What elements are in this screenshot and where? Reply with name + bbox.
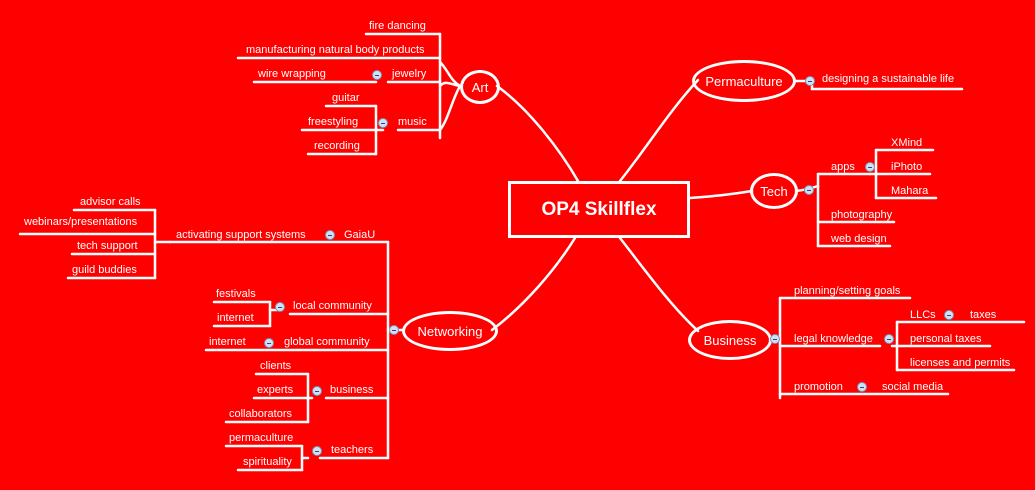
- collapse-llcs-icon[interactable]: [944, 310, 954, 320]
- subtopic-apps[interactable]: apps: [831, 161, 855, 173]
- collapse-networking-icon[interactable]: [389, 325, 399, 335]
- subtopic-spirituality[interactable]: spirituality: [243, 456, 292, 468]
- subtopic-local-community[interactable]: local community: [293, 300, 372, 312]
- subtopic-legal[interactable]: legal knowledge: [794, 333, 873, 345]
- topic-business[interactable]: Business: [688, 320, 772, 360]
- collapse-business-icon[interactable]: [770, 334, 780, 344]
- subtopic-advisor-calls[interactable]: advisor calls: [80, 196, 141, 208]
- subtopic-taxes[interactable]: taxes: [970, 309, 997, 321]
- topic-networking-label: Networking: [417, 323, 483, 339]
- subtopic-business[interactable]: business: [330, 384, 374, 396]
- collapse-promotion-icon[interactable]: [857, 382, 867, 392]
- subtopic-guild-buddies[interactable]: guild buddies: [72, 264, 137, 276]
- subtopic-xmind[interactable]: XMind: [891, 137, 923, 149]
- subtopic-collaborators[interactable]: collaborators: [229, 408, 292, 420]
- subtopic-promotion[interactable]: promotion: [794, 381, 843, 393]
- subtopic-global-community[interactable]: global community: [284, 336, 370, 348]
- subtopic-llcs[interactable]: LLCs: [910, 309, 936, 321]
- subtopic-internet-global[interactable]: internet: [209, 336, 246, 348]
- subtopic-web-design[interactable]: web design: [831, 233, 887, 245]
- subtopic-music[interactable]: music: [398, 116, 427, 128]
- subtopic-gaiau[interactable]: GaiaU: [344, 229, 376, 241]
- subtopic-freestyling[interactable]: freestyling: [308, 116, 359, 128]
- subtopic-photography[interactable]: photography: [831, 209, 893, 221]
- topic-tech-label: Tech: [760, 183, 788, 199]
- topic-permaculture[interactable]: Permaculture: [692, 60, 796, 102]
- subtopic-recording[interactable]: recording: [314, 140, 360, 152]
- collapse-jewelry-icon[interactable]: [372, 70, 382, 80]
- subtopic-clients[interactable]: clients: [260, 360, 292, 372]
- subtopic-iphoto[interactable]: iPhoto: [891, 161, 923, 173]
- subtopic-designing[interactable]: designing a sustainable life: [822, 73, 955, 85]
- subtopic-jewelry[interactable]: jewelry: [392, 68, 427, 80]
- collapse-business-networking-icon[interactable]: [312, 386, 322, 396]
- topic-permaculture-label: Permaculture: [705, 73, 783, 89]
- subtopic-personal-taxes[interactable]: personal taxes: [910, 333, 982, 345]
- subtopic-internet-local[interactable]: internet: [217, 312, 254, 324]
- topic-business-label: Business: [703, 332, 757, 348]
- subtopic-manufacturing[interactable]: manufacturing natural body products: [246, 44, 425, 56]
- subtopic-fire-dancing[interactable]: fire dancing: [369, 20, 426, 32]
- collapse-global-community-icon[interactable]: [264, 338, 274, 348]
- collapse-apps-icon[interactable]: [865, 162, 875, 172]
- subtopic-permaculture[interactable]: permaculture: [229, 432, 294, 444]
- subtopic-teachers[interactable]: teachers: [331, 444, 374, 456]
- subtopic-licenses[interactable]: licenses and permits: [910, 357, 1011, 369]
- collapse-gaiau-icon[interactable]: [325, 230, 335, 240]
- subtopic-activating[interactable]: activating support systems: [176, 229, 306, 241]
- root-topic[interactable]: OP4 Skillflex: [508, 181, 690, 238]
- collapse-music-icon[interactable]: [378, 118, 388, 128]
- topic-art-label: Art: [471, 79, 489, 95]
- collapse-permaculture-icon[interactable]: [805, 76, 815, 86]
- subtopic-guitar[interactable]: guitar: [332, 92, 360, 104]
- topic-networking[interactable]: Networking: [402, 311, 498, 351]
- subtopic-social-media[interactable]: social media: [882, 381, 944, 393]
- subtopic-festivals[interactable]: festivals: [216, 288, 256, 300]
- subtopic-planning[interactable]: planning/setting goals: [794, 285, 901, 297]
- root-topic-label: OP4 Skillflex: [541, 198, 657, 220]
- subtopic-wire-wrapping[interactable]: wire wrapping: [258, 68, 326, 80]
- subtopic-webinars[interactable]: webinars/presentations: [24, 216, 138, 228]
- subtopic-experts[interactable]: experts: [257, 384, 294, 396]
- subtopic-tech-support[interactable]: tech support: [77, 240, 138, 252]
- collapse-legal-icon[interactable]: [884, 334, 894, 344]
- collapse-local-community-icon[interactable]: [275, 302, 285, 312]
- topic-art[interactable]: Art: [460, 70, 500, 104]
- collapse-tech-icon[interactable]: [804, 185, 814, 195]
- collapse-teachers-icon[interactable]: [312, 446, 322, 456]
- subtopic-mahara[interactable]: Mahara: [891, 185, 929, 197]
- topic-tech[interactable]: Tech: [750, 173, 798, 209]
